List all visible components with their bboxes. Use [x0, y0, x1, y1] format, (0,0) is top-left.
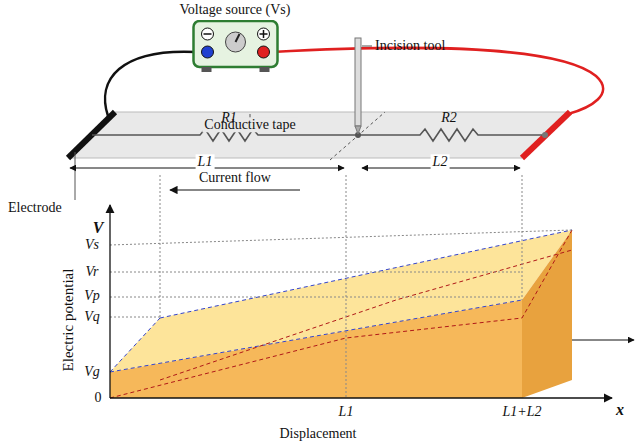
side-face — [522, 230, 572, 398]
part-label: Electrode — [8, 200, 62, 215]
tick-label: Vr — [86, 264, 99, 279]
voltage-source: Voltage source (Vs) — [176, 2, 295, 78]
source-box — [176, 20, 295, 80]
depth-arrow — [572, 340, 634, 341]
top-face — [110, 230, 572, 372]
potential-line — [160, 230, 572, 318]
conductive-tape — [68, 112, 570, 158]
axis-title: Electric potential — [60, 269, 77, 372]
terminal-dot — [542, 132, 548, 138]
dimension-label: L2 — [431, 154, 450, 169]
potential-line — [110, 230, 572, 398]
guide-lines — [110, 175, 572, 398]
tick-label: L1 — [339, 404, 354, 419]
potential-line — [110, 300, 522, 372]
axis-label: V — [93, 219, 104, 237]
tick-label: 0 — [95, 390, 102, 405]
dimension-label: L1 — [196, 154, 215, 169]
axis-label: x — [616, 401, 624, 419]
red-wire — [272, 48, 603, 114]
incision-tool — [355, 38, 361, 126]
part-label: Conductive tape — [202, 117, 297, 132]
axis-title: Displacement — [280, 426, 357, 441]
resistor-label: R2 — [441, 110, 457, 125]
tick-label: Vp — [84, 288, 100, 303]
current-arrow — [170, 189, 300, 190]
resistor-symbol — [92, 129, 545, 141]
v-axis — [109, 205, 110, 398]
tick-label: Vq — [84, 309, 100, 324]
resistor-label: R1 — [221, 110, 237, 125]
flow-label: Current flow — [197, 170, 273, 185]
tick-label: Vg — [84, 364, 100, 379]
x-axis — [110, 397, 612, 398]
leader-line — [75, 152, 76, 200]
tick-label: Vs — [85, 237, 99, 252]
black-wire — [105, 52, 197, 116]
node-title: Voltage source (Vs) — [176, 2, 295, 18]
potential-line — [110, 318, 160, 372]
tick-label: L1+L2 — [502, 404, 541, 419]
potential-line — [160, 250, 572, 380]
incision-tip — [355, 126, 361, 134]
leader-line — [362, 46, 372, 47]
tool-label: Incision tool — [375, 38, 445, 53]
